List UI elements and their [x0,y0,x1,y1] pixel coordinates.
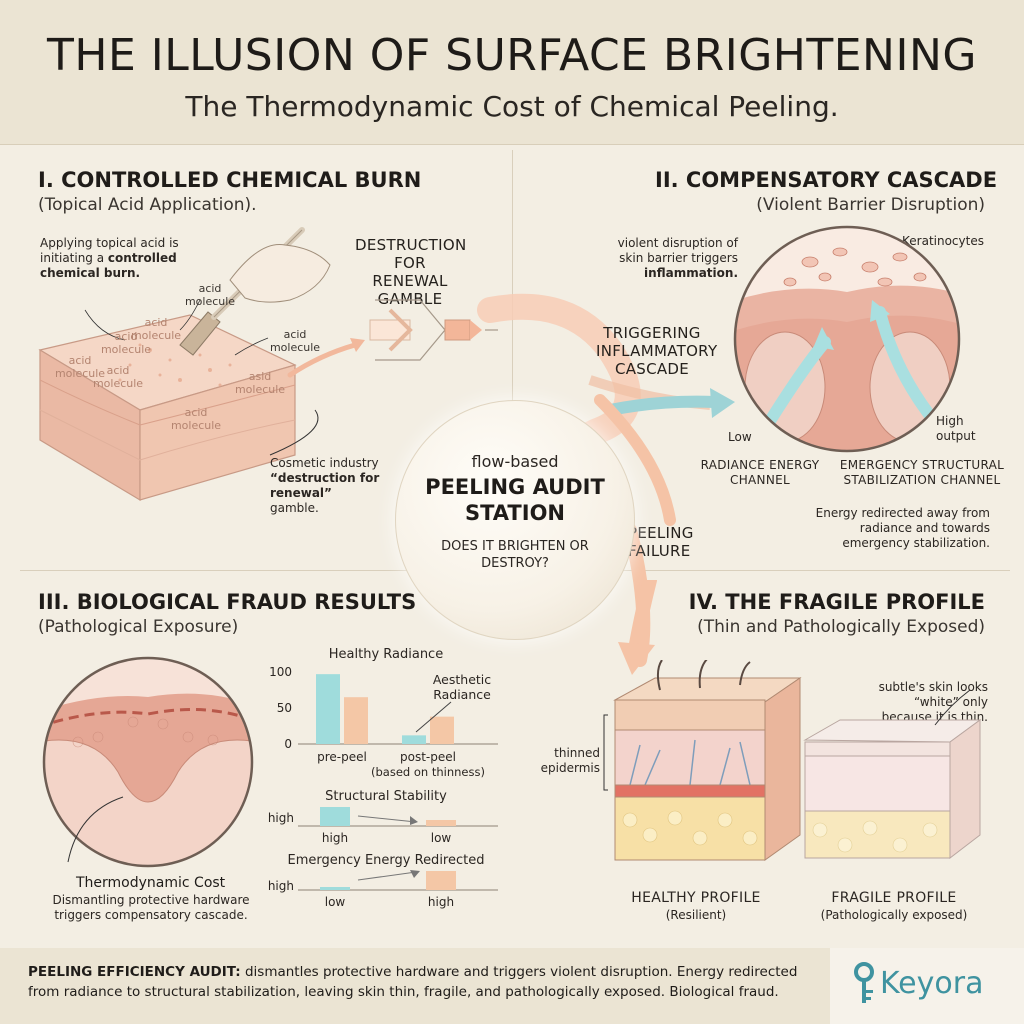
acid-skin-illustration [38,227,331,502]
panel2-note-2: skin barrier triggers [619,251,738,265]
station-small: flow-based [471,452,559,471]
redirect-note: Energy redirected away from radiance and… [815,506,990,550]
fragile-title: FRAGILE PROFILE [831,890,957,906]
chart1-bar [316,674,340,744]
chart2-category: high [322,831,348,845]
molecule-label-8: acid molecule [170,406,222,432]
thinned-label: thinned epidermis [540,746,600,775]
panel1-subheading: (Topical Acid Application). [38,195,257,215]
panel2-note-1: violent disruption of [617,236,738,250]
panel2-note-3: inflammation. [644,266,738,280]
brand-logo: Keyora [880,966,984,1001]
radiance-channel-label: RADIANCE ENERGY CHANNEL [700,458,820,487]
callout-line-1: Cosmetic industry [270,456,379,470]
chart1-ytick: 100 [269,665,292,679]
emergency-channel-label: EMERGENCY STRUCTURAL STABILIZATION CHANN… [839,458,1005,487]
low-label: Low [728,430,752,444]
peeling-failure-label: PEELING FAILURE [628,524,694,560]
panel4-subheading: (Thin and Pathologically Exposed) [697,617,985,637]
molecule-label-4: acid molecule [100,330,152,356]
key-icon [854,962,874,1003]
chart1-ytick: 0 [284,737,292,751]
molecule-label-2: acid molecule [269,328,321,354]
profile-illustration [603,660,982,861]
footer-text: PEELING EFFICIENCY AUDIT: dismantles pro… [28,962,828,1002]
molecule-label-6: acid molecule [92,364,144,390]
divider-horizontal-right [610,570,1010,571]
chart2-title: Structural Stability [325,789,447,804]
chart1-series-label: Aesthetic [433,672,491,687]
panel1-callout: Cosmetic industry “destruction for renew… [270,456,400,516]
keratinocytes-label: Keratinocytes [902,234,984,248]
chart2-bar [320,807,350,826]
chart2-trend-arrow [357,815,417,823]
chart3-title: Emergency Energy Redirected [288,853,485,868]
chart1-bar [344,697,368,744]
cost-title: Thermodynamic Cost [76,875,226,891]
chart1-category: post-peel [400,750,456,764]
chart2-ylabel: high [268,811,294,825]
cost-text: Dismantling protective hardware triggers… [52,893,250,922]
molecule-label-1: acid molecule [184,282,236,308]
page-subtitle: The Thermodynamic Cost of Chemical Peeli… [185,90,839,123]
chart3-arrowhead [410,870,420,878]
molecule-label-7: asld molecule [234,370,286,396]
panel4-heading: IV. THE FRAGILE PROFILE [688,590,985,614]
footer-body: dismantles protective hardware and trigg… [28,964,798,1000]
chart1-bar [402,735,426,744]
chart2-category: low [431,831,452,845]
footer-band [0,948,830,1024]
divider-horizontal-left [20,570,420,571]
panel1-note: Applying topical acid is initiating a co… [40,236,200,281]
footer-bold: PEELING EFFICIENCY AUDIT: [28,964,241,980]
healthy-sub: (Resilient) [665,908,727,922]
down-arrow [618,580,657,675]
molecule-label-5: acid molecule [54,354,106,380]
callout-line-3: gamble. [270,501,319,515]
fraud-circle-illustration [42,656,254,868]
callout-bold: “destruction for renewal” [270,471,380,500]
chart1-bar [430,716,454,744]
panel2-subheading: (Violent Barrier Disruption) [756,195,985,215]
chart1-title: Healthy Radiance [329,647,443,662]
chart3-category: low [325,895,346,909]
chart2-arrowhead [410,816,418,825]
chart2-bar [426,820,456,826]
chart1-leader [415,701,452,733]
molecule-label-3: acid molecule [130,316,182,342]
panel3-heading: III. BIOLOGICAL FRAUD RESULTS [38,590,417,614]
triggering-label: TRIGGERING INFLAMMATORY CASCADE [596,324,718,378]
station-question: DOES IT BRIGHTEN OR DESTROY? [441,539,589,571]
hand-icon [229,243,331,303]
fraud-charts: Healthy Radiance 100 50 0 pre-peel post-peel(… [268,647,498,909]
chart1-category-note: (based on thinness) [371,765,485,779]
station-name: PEELING AUDIT STATION [425,475,605,525]
chart3-bar [320,887,350,890]
panel2-heading: II. COMPENSATORY CASCADE [655,168,998,192]
healthy-title: HEALTHY PROFILE [631,890,761,906]
chart3-bar [426,871,456,890]
chart3-ylabel: high [268,879,294,893]
chart1-ytick: 50 [277,701,292,715]
page-title: THE ILLUSION OF SURFACE BRIGHTENING [47,30,977,81]
panel3-subheading: (Pathological Exposure) [38,617,239,637]
destruction-label: DESTRUCTION FOR RENEWAL GAMBLE [355,236,467,308]
chart1-series-label: Radiance [433,687,491,702]
fragile-sub: (Pathologically exposed) [820,908,968,922]
chart1-category: pre-peel [317,750,367,764]
divider-vertical-top [512,150,513,570]
chart3-category: high [428,895,454,909]
header-band [0,0,1024,145]
panel1-heading: I. CONTROLLED CHEMICAL BURN [38,168,422,192]
gate-flow-icon [369,299,498,361]
high-output-label: High output [936,414,976,443]
panel2-note: violent disruption of skin barrier trigg… [596,236,738,281]
panel1-note-text: Applying topical acid is initiating a [40,236,179,265]
panel1-note-bold: controlled chemical burn. [40,251,177,280]
chart3-trend-arrow [357,871,417,881]
audit-station-circle [395,400,635,640]
cascade-circle-illustration [733,225,961,453]
